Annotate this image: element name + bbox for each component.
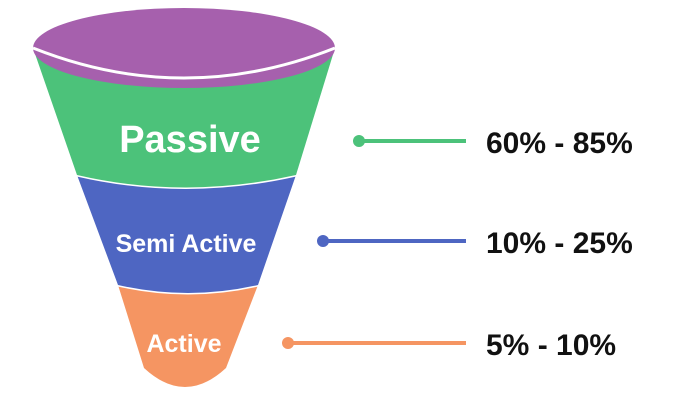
connector-active (282, 337, 466, 349)
connector-semi-active (317, 235, 466, 247)
funnel-segment-semi-active (77, 175, 296, 293)
funnel-segment-active (118, 285, 258, 387)
funnel-top-rim (32, 46, 336, 80)
stage-label-passive: Passive (119, 119, 261, 161)
range-label-active: 5% - 10% (486, 329, 616, 362)
funnel-segment-passive (33, 48, 335, 188)
stage-label-active: Active (146, 330, 221, 358)
range-label-semi-active: 10% - 25% (486, 227, 633, 260)
stage-label-semi-active: Semi Active (116, 230, 257, 258)
funnel-top-ellipse (33, 8, 335, 88)
range-label-passive: 60% - 85% (486, 127, 633, 160)
connector-passive (353, 135, 466, 147)
